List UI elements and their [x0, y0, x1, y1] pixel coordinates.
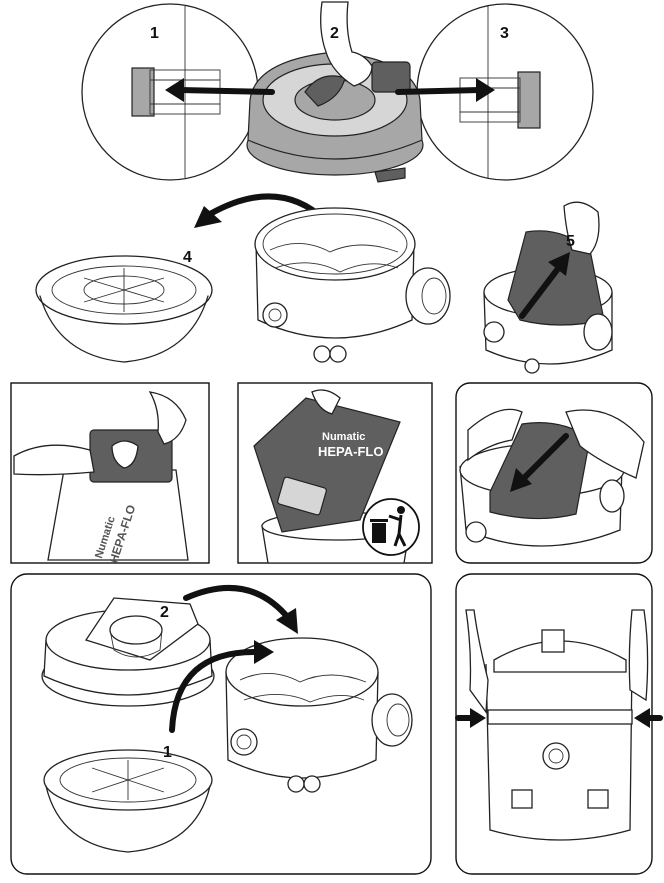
left-hand: [13, 444, 95, 476]
arrow-left: [165, 78, 275, 102]
reassembly-container: [43, 749, 213, 853]
left-hand-clip: [465, 609, 489, 714]
arrow-right: [395, 78, 495, 102]
reassembly-head: [41, 597, 215, 707]
clip-arrow-right: [634, 708, 663, 728]
right-hand-clip: [628, 609, 649, 702]
hand-dropping-bag: [311, 389, 341, 415]
right-clip-latch: [517, 71, 541, 129]
trash-bin-person-icon: [362, 498, 420, 556]
vacuum-head-top: [246, 51, 424, 183]
filter-container-basket: [35, 255, 213, 363]
panel-clip-closed: [455, 573, 663, 875]
reassembly-arrow-container: 1: [163, 640, 274, 761]
left-hand-insert: [467, 408, 523, 462]
bag-lift-illustration: 5: [483, 201, 613, 374]
step-unclip-head-illustration: 1 3 2: [81, 1, 594, 183]
step-number-2-label: 2: [330, 25, 339, 42]
panel-seal-bag: Numatic HEPA-FLO: [10, 382, 210, 565]
hand-on-head: [320, 1, 373, 87]
panel-insert-bag: [455, 382, 653, 564]
right-hand-insert: [565, 409, 645, 479]
step-number-3-label: 3: [500, 25, 509, 42]
step-number-1-label: 1: [150, 25, 159, 42]
reassembly-body: [225, 637, 413, 793]
left-clip-latch: [131, 67, 155, 117]
hand-lifting-bag: [563, 201, 600, 255]
new-dust-bag: [489, 422, 591, 520]
panel-reassembly: 2 1: [10, 573, 432, 875]
bag-brand-text: Numatic: [322, 431, 365, 443]
vacuum-body-with-bag: [254, 207, 451, 363]
step-number-5-label: 5: [566, 233, 575, 250]
right-hand: [148, 391, 187, 445]
bag-product-text: HEPA-FLO: [318, 444, 383, 459]
reassembly-step-1-label: 1: [163, 744, 172, 761]
head-handle-block: [371, 61, 411, 93]
reassembly-step-2-label: 2: [160, 604, 169, 621]
step-number-4-label: 4: [183, 249, 192, 266]
clip-arrow-left: [455, 708, 486, 728]
reassembly-arrow-head: 2: [160, 585, 298, 634]
panel-dispose-bag: Numatic HEPA-FLO: [237, 382, 433, 564]
